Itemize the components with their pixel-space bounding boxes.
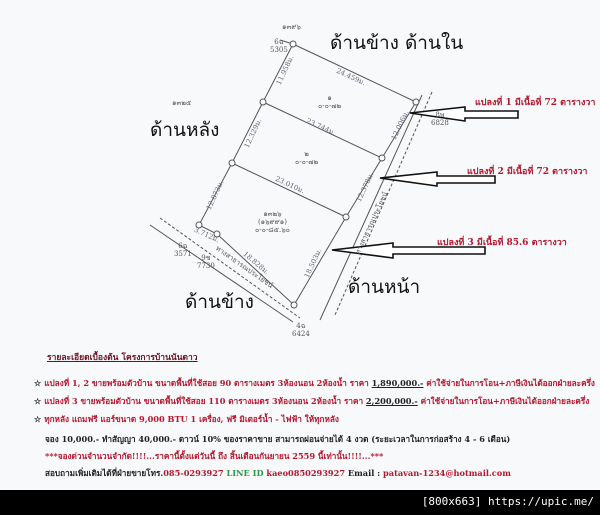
- document-page: ด้านข้าง ด้านใน ด้านหลัง ด้านหน้า ด้านข้…: [0, 0, 600, 490]
- land-plot-diagram: [149, 39, 519, 323]
- plot-3-label: ๑๓๒๖(๑๖๙๙๑)๐-๐-๘๕.๖๐: [255, 210, 290, 234]
- details-title: รายละเอียดเบื้องต้น โครงการบ้านนันดาว: [47, 353, 198, 363]
- contact-line: สอบถามเพิ่มเติมได้ที่ฝ่ายขายโทร.085-0293…: [45, 468, 511, 478]
- side-label: ด้านข้าง: [185, 291, 254, 313]
- parcel-number: ๑๓๒๕: [172, 99, 192, 107]
- back-label: ด้านหลัง: [150, 119, 220, 141]
- promo-text: ***จองด่วนจำนวนจำกัด!!!!...ราคานี้ตั้งแต…: [45, 451, 384, 461]
- item-1: ☆ แปลงที่ 1, 2 ขายพร้อมตัวบ้าน ขนาดพื้นท…: [34, 378, 595, 388]
- plot-divider-1: [262, 101, 383, 159]
- arrow-plot-3: [331, 242, 486, 259]
- item-2: ☆ แปลงที่ 3 ขายพร้อมตัวบ้าน ขนาดพื้นที่ใ…: [34, 396, 590, 406]
- item-3: ☆ ทุกหลัง แถมฟรี แอร์ขนาด 9,000 BTU 1 เค…: [34, 414, 339, 424]
- plot-1-callout: แปลงที่ 1 มีเนื้อที่ 72 ตารางวา: [475, 98, 596, 108]
- road-line: [149, 224, 294, 323]
- plot-boundary: [198, 43, 417, 306]
- star-icon: ☆: [34, 396, 42, 406]
- watermark: [800x663] https://upic.me/: [421, 495, 594, 508]
- footer-bar: [800x663] https://upic.me/: [0, 490, 600, 515]
- road-line: [319, 94, 423, 321]
- front-label: ด้านหน้า: [348, 276, 421, 298]
- payment-terms: จอง 10,000.- ทำสัญญา 40,000.- ดาวน์ 10% …: [45, 434, 511, 444]
- plot-2-callout: แปลงที่ 2 มีเนื้อที่ 72 ตารางวา: [467, 167, 588, 177]
- star-icon: ☆: [34, 414, 42, 424]
- plot-2-label: ๒๐-๐-๗๒: [295, 150, 319, 166]
- plot-1-label: ๑๐-๐-๗๒: [318, 94, 342, 110]
- star-icon: ☆: [34, 378, 42, 388]
- arrow-plot-2: [379, 171, 496, 187]
- parcel-number: ๑๓๙๖: [282, 23, 301, 31]
- road-line: [334, 91, 433, 316]
- email-link[interactable]: patavan-1234@hotmail.com: [383, 468, 511, 478]
- side-inner-label: ด้านข้าง ด้านใน: [330, 32, 464, 54]
- arrow-plot-1: [409, 106, 519, 122]
- road-line: [159, 217, 301, 319]
- plot-divider-2: [231, 162, 347, 218]
- plot-3-callout: แปลงที่ 3 มีเนื้อที่ 85.6 ตารางวา: [437, 238, 567, 248]
